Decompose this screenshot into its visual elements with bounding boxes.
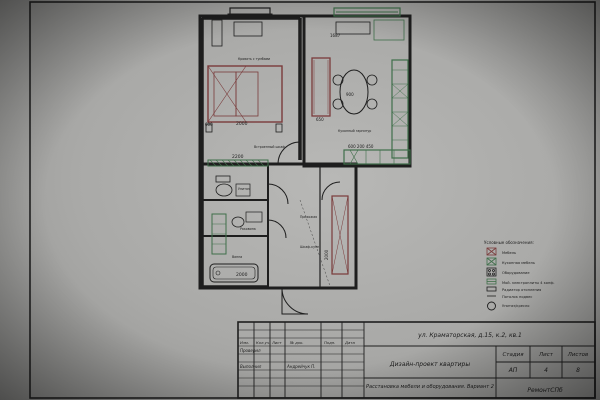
label-wardrobe: Встроенный шкаф bbox=[254, 145, 285, 149]
legend: Условные обозначения: Мебель Кухонная ме… bbox=[484, 240, 555, 311]
dim-corridor: 2000 bbox=[324, 249, 329, 260]
company-name: РемонтСПб bbox=[527, 387, 563, 394]
sheet-title: Расстановка мебели и оборудования. Вариа… bbox=[366, 384, 494, 390]
dim-wardrobe: 2200 bbox=[232, 154, 244, 160]
address: ул. Краматорская, д.15, к.2, кв.1 bbox=[417, 332, 522, 339]
dim-kitchen-left: 650 bbox=[316, 117, 324, 122]
legend-label-2: Оборудование bbox=[502, 271, 530, 275]
col-sheet: Лист bbox=[538, 352, 554, 358]
project-title: Дизайн-проект квартиры bbox=[389, 361, 470, 368]
sheets-value: 8 bbox=[576, 367, 580, 374]
label-bath: Ванна bbox=[232, 255, 242, 259]
legend-label-3: Мой. электроплиты 4 конф. bbox=[502, 281, 555, 285]
author-name: Андрейчук П. bbox=[286, 364, 315, 369]
col-sheets: Листов bbox=[567, 352, 589, 358]
dim-top-wall: 1687 bbox=[330, 33, 341, 38]
hdr-count: Кол.уч. bbox=[256, 340, 270, 345]
col-stage: Стадия bbox=[502, 352, 524, 358]
floor-plan bbox=[198, 7, 412, 315]
dim-kitchen-row: 600 200 450 bbox=[348, 144, 374, 149]
hdr-doc: № док. bbox=[289, 340, 304, 345]
hdr-sign: Подп. bbox=[324, 340, 336, 345]
title-block-text: ул. Краматорская, д.15, к.2, кв.1 Дизайн… bbox=[240, 332, 588, 394]
label-kitchen: Кухонный гарнитур bbox=[338, 129, 371, 133]
dim-bed-width: 2000 bbox=[236, 121, 248, 127]
dim-bed-side: 600 bbox=[205, 122, 213, 127]
label-corridor: Шкаф-купе bbox=[300, 245, 319, 249]
label-bedroom: Кровать с тумбами bbox=[238, 57, 270, 61]
label-wc: Унитаз bbox=[238, 187, 250, 191]
grid-box-icon bbox=[486, 267, 497, 277]
bedroom-furniture bbox=[205, 19, 283, 167]
legend-label-1: Кухонная мебель bbox=[502, 261, 535, 265]
corridor-furniture bbox=[299, 195, 349, 287]
dim-kitchen-table: 900 bbox=[346, 92, 354, 97]
legend-title: Условные обозначения: bbox=[484, 240, 534, 245]
box-cross-icon bbox=[486, 247, 497, 256]
hatched-box-icon bbox=[486, 257, 497, 266]
hdr-change: Изм. bbox=[240, 340, 249, 345]
plan-annotations: 2000 600 2200 1687 650 600 200 450 2000 … bbox=[205, 33, 374, 278]
hdr-sheet: Лист bbox=[271, 340, 282, 345]
kitchen-furniture bbox=[311, 19, 411, 165]
legend-label-5: Потолок подвес bbox=[502, 295, 532, 299]
hdr-date: Дата bbox=[344, 340, 356, 345]
legend-label-4: Радиатор отопления bbox=[502, 288, 541, 292]
title-block bbox=[237, 321, 596, 399]
radiator-icon bbox=[486, 286, 497, 292]
dim-bath: 2000 bbox=[236, 272, 248, 278]
row-check: Проверил bbox=[240, 348, 261, 353]
legend-label-0: Мебель bbox=[502, 251, 516, 255]
row-made: Выполнил bbox=[240, 364, 262, 369]
label-hall: Прихожая bbox=[300, 215, 317, 219]
stove-icon bbox=[486, 278, 497, 285]
sheet-value: 4 bbox=[544, 367, 548, 374]
bathroom-furniture bbox=[209, 175, 263, 283]
stage-value: АП bbox=[508, 367, 518, 374]
label-sink: Раковина bbox=[240, 227, 256, 231]
circle-icon bbox=[487, 301, 496, 311]
legend-label-6: Унитаз/кресло bbox=[502, 304, 529, 308]
